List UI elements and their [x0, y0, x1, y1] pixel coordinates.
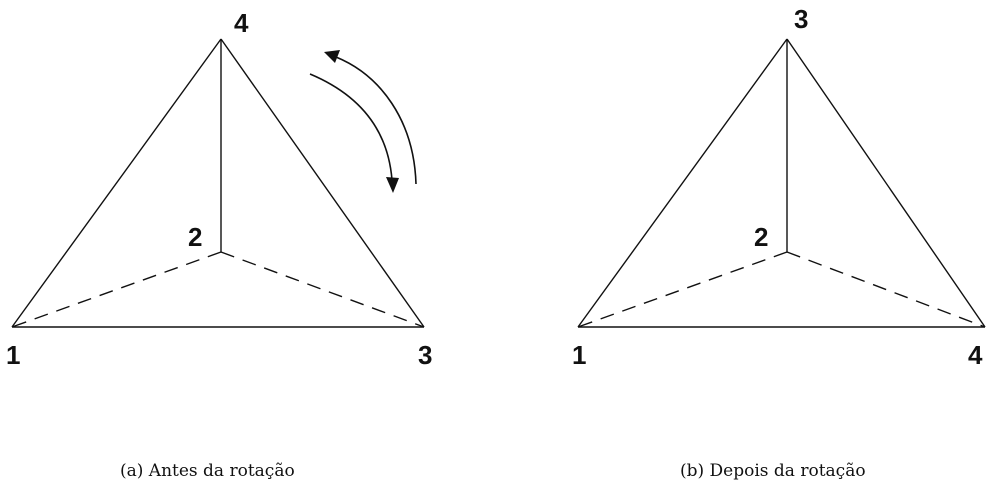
rotation-arrows — [309, 50, 417, 193]
edge-top-right — [786, 38, 986, 328]
vertex-label-right: 3 — [418, 340, 432, 370]
vertex-label-top: 4 — [234, 8, 249, 38]
edge-left-top — [11, 38, 222, 328]
rotation-arrow-down-head — [386, 177, 399, 193]
rotation-arrow-up — [335, 56, 417, 185]
caption-a: (a) Antes da rotação — [120, 461, 295, 481]
edge-top-right — [220, 38, 425, 328]
hidden-edge-center-left — [11, 251, 222, 328]
panel-b: 3 2 1 4 (b) Depois da rotação — [572, 4, 986, 481]
vertex-label-left: 1 — [572, 340, 586, 370]
rotation-arrow-down — [309, 73, 393, 181]
hidden-edge-center-right — [220, 251, 425, 328]
panel-a: 4 2 1 3 (a) Antes da rotação — [6, 8, 432, 481]
vertex-label-center: 2 — [188, 222, 202, 252]
vertex-label-center: 2 — [754, 222, 768, 252]
vertex-label-right: 4 — [968, 340, 983, 370]
hidden-edge-center-left — [577, 251, 788, 328]
hidden-edge-center-right — [786, 251, 986, 328]
vertex-label-left: 1 — [6, 340, 20, 370]
caption-b: (b) Depois da rotação — [680, 461, 866, 481]
rotation-arrow-up-head — [324, 50, 340, 63]
vertex-label-top: 3 — [794, 4, 808, 34]
edge-left-top — [577, 38, 788, 328]
